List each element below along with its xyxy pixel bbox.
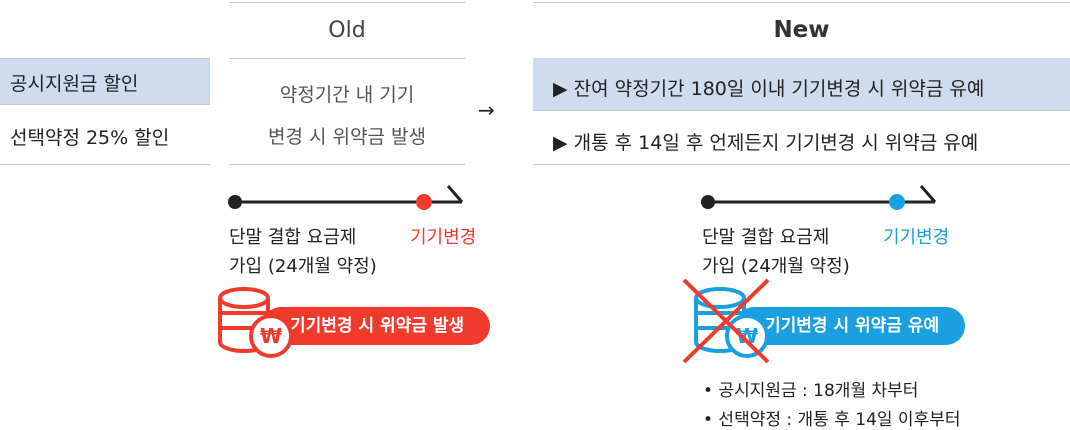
old-penalty-pill: 기기변경 시 위약금 발생 <box>262 307 490 345</box>
arrow-icon: → <box>478 98 495 122</box>
new-start-label-2: 가입 (24개월 약정) <box>702 256 850 277</box>
svg-text:₩: ₩ <box>736 324 758 348</box>
coin-won-icon: ₩ <box>218 287 293 358</box>
new-timeline <box>701 185 937 210</box>
old-timeline <box>228 185 464 210</box>
old-text-2: 변경 시 위약금 발생 <box>268 126 426 148</box>
old-start-label-2: 가입 (24개월 약정) <box>229 256 377 277</box>
new-grace-pill: 기기변경 시 위약금 유예 <box>735 307 965 345</box>
old-change-label: 기기변경 <box>410 227 477 248</box>
svg-text:₩: ₩ <box>260 324 282 348</box>
new-row-highlight <box>533 58 1070 110</box>
old-text-1: 약정기간 내 기기 <box>279 84 415 106</box>
old-start-label: 단말 결합 요금제 <box>229 227 357 248</box>
new-header: New <box>773 17 830 43</box>
row-highlight <box>0 58 210 104</box>
bullet-subsidy: • 공시지원금 : 18개월 차부터 <box>703 381 919 401</box>
new-change-label: 기기변경 <box>883 227 950 248</box>
new-text-1: ▶ 잔여 약정기간 180일 이내 기기변경 시 위약금 유예 <box>553 78 985 100</box>
row-label-subsidy: 공시지원금 할인 <box>10 73 139 95</box>
bullet-selective: • 선택약정 : 개통 후 14일 이후부터 <box>703 410 961 430</box>
old-header: Old <box>328 18 366 43</box>
new-text-2: ▶ 개통 후 14일 후 언제든지 기기변경 시 위약금 유예 <box>553 132 979 154</box>
new-start-label: 단말 결합 요금제 <box>702 227 830 248</box>
row-label-selective: 선택약정 25% 할인 <box>10 127 170 149</box>
crossed-coin-icon: ₩ <box>682 278 770 364</box>
